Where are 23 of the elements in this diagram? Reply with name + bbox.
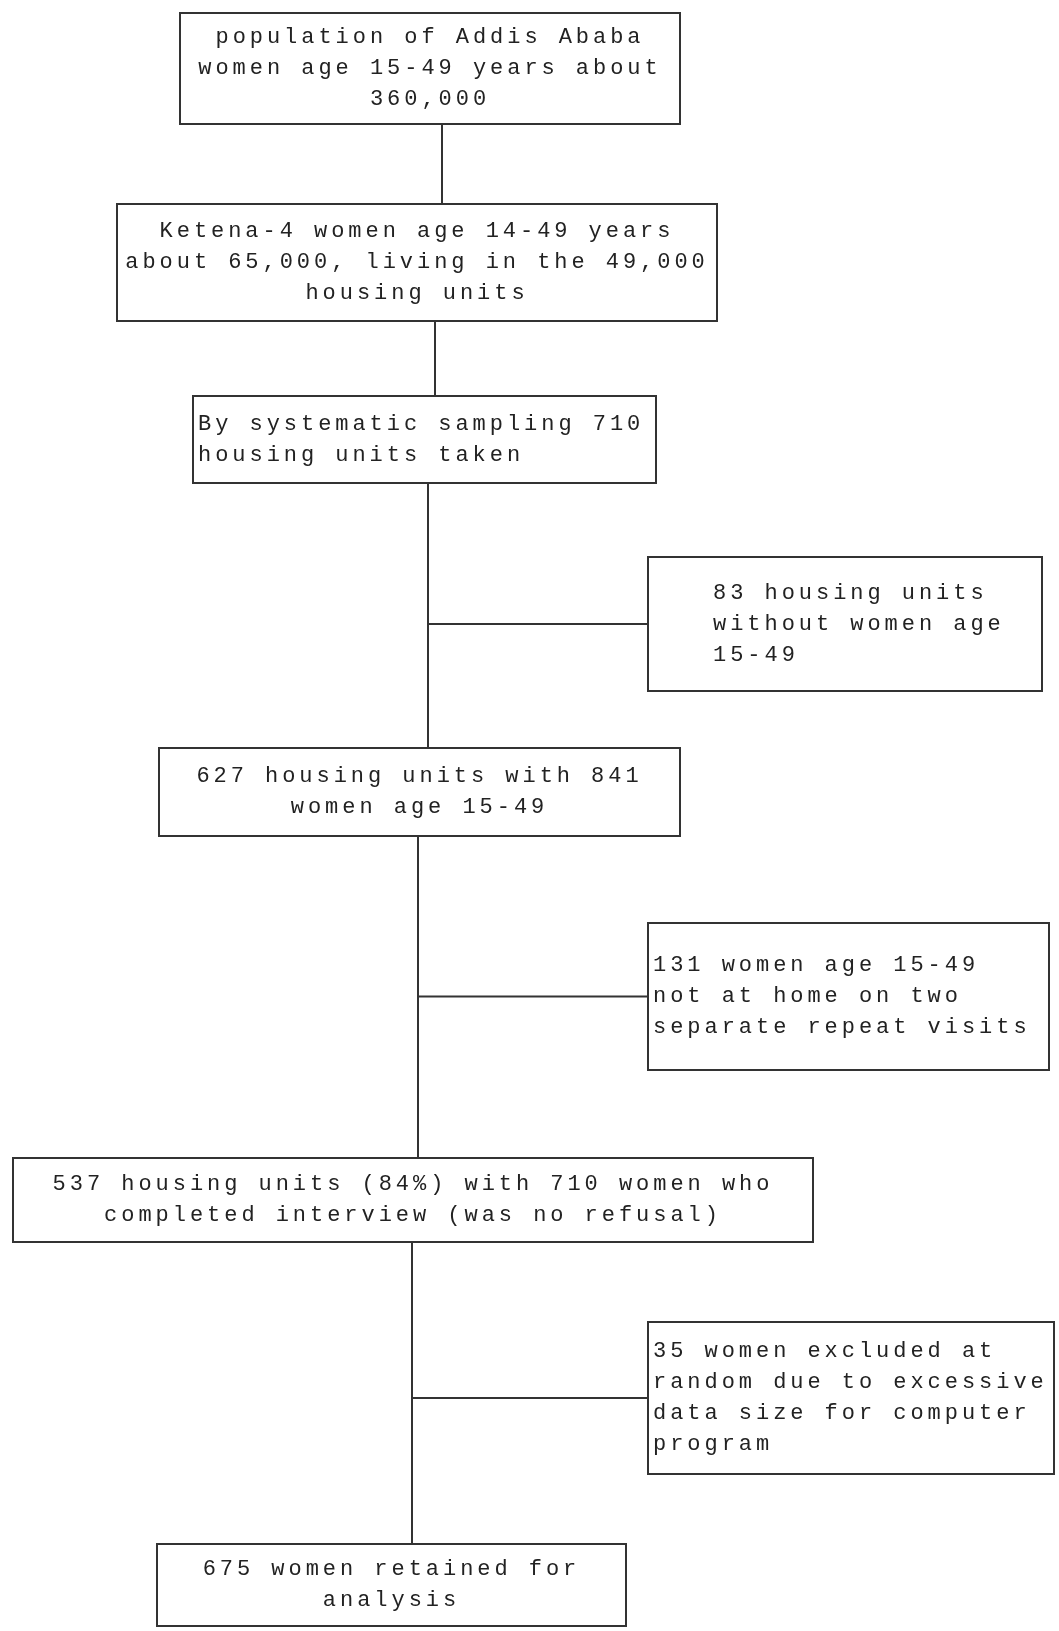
box-text: 83 housing units without women age 15-49 xyxy=(713,579,1006,670)
connector-line xyxy=(427,483,429,748)
box-text: 675 women retained for analysis xyxy=(201,1556,582,1615)
process-box xyxy=(647,922,1050,1071)
box-text: 537 housing units (84%) with 710 women who completed interview (was no refusal) xyxy=(51,1171,775,1230)
process-box xyxy=(647,1321,1055,1475)
process-box xyxy=(156,1543,627,1627)
connector-line xyxy=(441,124,443,204)
box-text: 35 women excluded at random due to excessive data size for computer program xyxy=(653,1338,1049,1459)
box-text: Ketena-4 women age 14-49 years about 65,000, living in the 49,000 housing units xyxy=(124,218,710,308)
connector-line xyxy=(434,321,436,396)
box-text: By systematic sampling 710 housing units taken xyxy=(198,410,646,470)
process-box xyxy=(179,12,681,125)
box-text: 131 women age 15-49 not at home on two separate repeat visits xyxy=(653,952,1032,1042)
box-text: 627 housing units with 841 women age 15-49 xyxy=(195,763,644,822)
box-text: population of Addis Ababa women age 15-49 years about 360,000 xyxy=(197,24,663,114)
connector-line xyxy=(411,1242,413,1544)
process-box xyxy=(12,1157,814,1243)
process-box xyxy=(192,395,657,484)
process-box xyxy=(158,747,681,837)
process-box xyxy=(116,203,718,322)
connector-line xyxy=(417,836,419,1158)
process-box xyxy=(647,556,1043,692)
